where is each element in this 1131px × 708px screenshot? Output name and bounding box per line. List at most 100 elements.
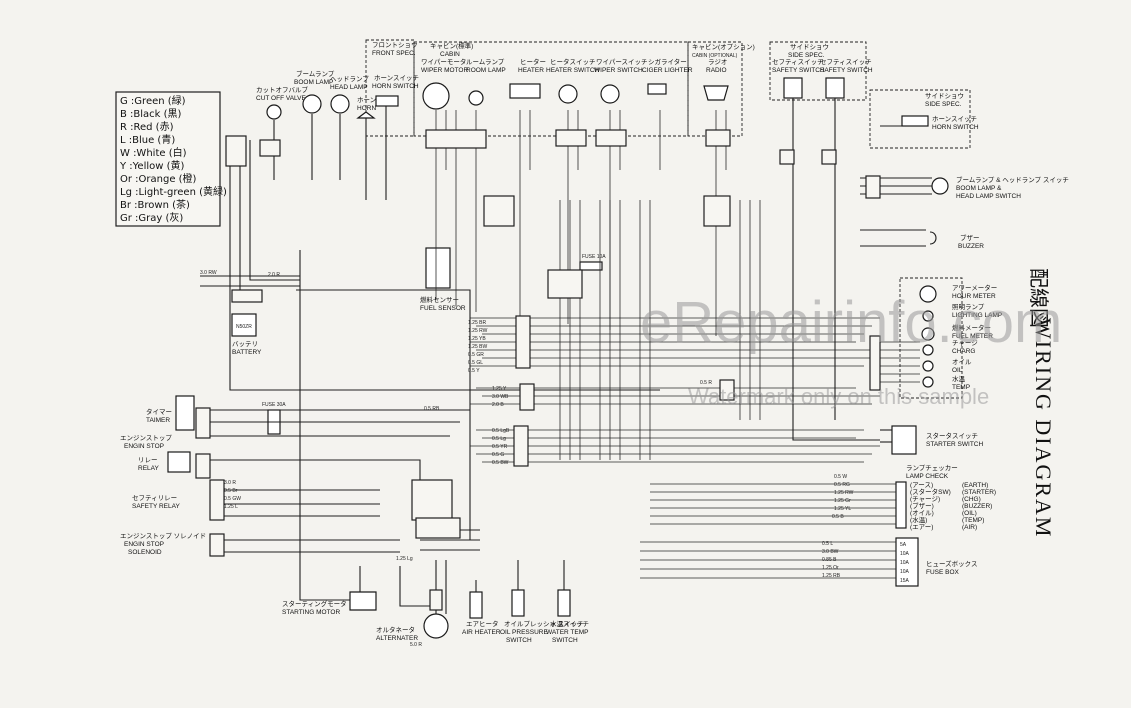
horn-switch-icon — [375, 95, 399, 107]
lighting-lamp-label: LIGHTING LAMP — [952, 312, 1002, 319]
lamp-check-label: LAMP CHECK — [906, 473, 949, 480]
cabin-frame — [413, 41, 689, 137]
title-japanese: 配線図 — [1027, 268, 1051, 328]
valve-icon — [266, 104, 282, 120]
safety-switch-2-label-jp: セフティスイッチ — [820, 58, 872, 66]
boom-lamp-label: BOOM LAMP — [294, 79, 333, 86]
wire-label: 1.25 Lg — [396, 556, 413, 562]
watermark-site: eRepairinfo.com — [640, 290, 1062, 355]
wire — [210, 459, 421, 500]
boom-lamp-icon — [302, 94, 322, 114]
legend-item: Or :Orange (橙) — [120, 172, 197, 185]
wire-harness — [195, 98, 932, 614]
starting-motor-label: STARTING MOTOR — [282, 609, 340, 616]
starting-motor-label-jp: スターティングモータ — [282, 599, 347, 608]
fuse-10a-label: FUSE 10A — [582, 254, 606, 260]
wire-label: 0.5 Lg — [492, 436, 506, 442]
temp-label: TEMP — [952, 384, 970, 391]
cut-off-valve-label: CUT OFF VALVE — [256, 95, 307, 102]
head-lamp-icon — [330, 94, 350, 114]
alternator-label-jp: オルタネータ — [376, 625, 415, 634]
alternator-icon — [423, 613, 449, 639]
horn-switch-side-icon — [901, 115, 929, 127]
wire — [792, 160, 880, 441]
lighting-lamp-label-jp: 照明ランプ — [952, 303, 985, 311]
fuel-meter-label-jp: 燃料メーター — [952, 323, 991, 332]
wire-label: 0.5 GL — [468, 360, 483, 366]
buzzer-label-jp: ブザー — [960, 233, 980, 242]
wire-label: 0.5 W — [834, 474, 847, 480]
charg-label-jp: チャージ — [952, 339, 978, 347]
legend-item: G :Green (緑) — [120, 94, 186, 107]
cabin-label: CABIN — [440, 51, 460, 58]
lamp-switch-icon — [931, 177, 949, 195]
wiper-motor-label-jp: ワイパーモータ — [421, 57, 466, 66]
solenoid-label-2: SOLENOID — [128, 549, 162, 556]
hour-meter-label-jp: アワーメーター — [952, 283, 997, 292]
connector-block — [515, 315, 531, 369]
relay-icon — [167, 451, 191, 473]
side-spec-frame — [769, 41, 867, 101]
connector-block — [719, 379, 735, 401]
wiper-motor-icon — [422, 82, 450, 110]
connector-block — [259, 139, 281, 157]
watermark: eRepairinfo.com Watermark only on this s… — [640, 290, 1062, 409]
heater-switch-label: HEATER SWITCH — [546, 67, 600, 74]
oil-pressure-switch-icon — [511, 589, 525, 617]
wire-label: 1.25 YB — [468, 336, 486, 342]
solenoid-label-jp: エンジンストップ ソレノイド — [120, 532, 206, 540]
room-lamp-label-jp: ルームランプ — [466, 58, 505, 66]
heater-switch-icon — [558, 84, 578, 104]
water-temp-label-2: SWITCH — [552, 637, 578, 644]
connector-block — [231, 289, 263, 303]
horn-icon — [356, 111, 376, 119]
legend-item: Y :Yellow (黄) — [119, 159, 185, 172]
connector-block — [429, 589, 443, 611]
charg-lamp-icon — [922, 344, 934, 356]
side-spec-horn-label: SIDE SPEC. — [925, 101, 962, 108]
lamp-check-row-jp: (ブザー) — [910, 501, 934, 510]
wiper-switch-label-jp: ワイパースイッチ — [596, 58, 648, 66]
horn-label: HORN — [357, 105, 376, 112]
title-english: WIRING DIAGRAM — [1031, 318, 1056, 538]
alternator-label: ALTERNATER — [376, 635, 418, 642]
starter-switch-label-jp: スタータスイッチ — [926, 431, 978, 440]
room-lamp-label: ROOM LAMP — [466, 67, 506, 74]
lamp-check-row-jp: (エアー) — [910, 523, 933, 531]
left-labels: N50ZR バッテリ BATTERY 燃料センサー FUEL SENSOR タイ… — [120, 247, 606, 556]
ciger-lighter-icon — [647, 83, 667, 95]
lamp-check-row-jp: (水温) — [910, 515, 927, 524]
heater-switch-label-jp: ヒータスイッチ — [550, 57, 596, 66]
connector-block — [703, 195, 731, 227]
legend-item: W :White (白) — [120, 146, 187, 159]
legend-item: Lg :Light-green (黄緑) — [120, 185, 227, 198]
battery-icon — [231, 313, 257, 337]
connector-block — [411, 479, 453, 521]
cabin-optional-label: CABIN (OPTIONAL) — [692, 53, 738, 59]
engine-stop-label-jp: エンジンストップ — [120, 434, 172, 442]
connector-block — [195, 407, 211, 439]
air-heater-label: AIR HEATER — [462, 629, 501, 636]
fuse-box-label: FUSE BOX — [926, 569, 960, 576]
connector-block — [595, 129, 627, 147]
wire-label: 0.5 BW — [492, 460, 509, 466]
wire-label: 1.25 Y — [492, 386, 507, 392]
fuel-sensor-label: FUEL SENSOR — [420, 305, 466, 312]
wire-label: 0.5 RG — [834, 482, 850, 488]
legend-item: B :Black (黒) — [120, 108, 182, 120]
hour-meter-icon — [919, 285, 937, 303]
heater-icon — [509, 83, 541, 99]
water-temp-label: WATER TEMP — [546, 629, 589, 636]
connector-block — [225, 135, 247, 167]
oil-lamp-icon — [922, 360, 934, 372]
wire — [296, 289, 471, 540]
fuse-10a-icon — [579, 261, 603, 271]
wire-label: 0.5 RB — [424, 406, 440, 412]
horn-label-jp: ホーン — [357, 96, 376, 104]
wire-label: 1.25 RB — [822, 573, 841, 579]
wire-label: 0.5 Y — [468, 368, 480, 374]
connector-block — [513, 425, 529, 467]
wire-label: 5.0 R — [410, 642, 422, 648]
starting-motor-icon — [349, 591, 377, 611]
